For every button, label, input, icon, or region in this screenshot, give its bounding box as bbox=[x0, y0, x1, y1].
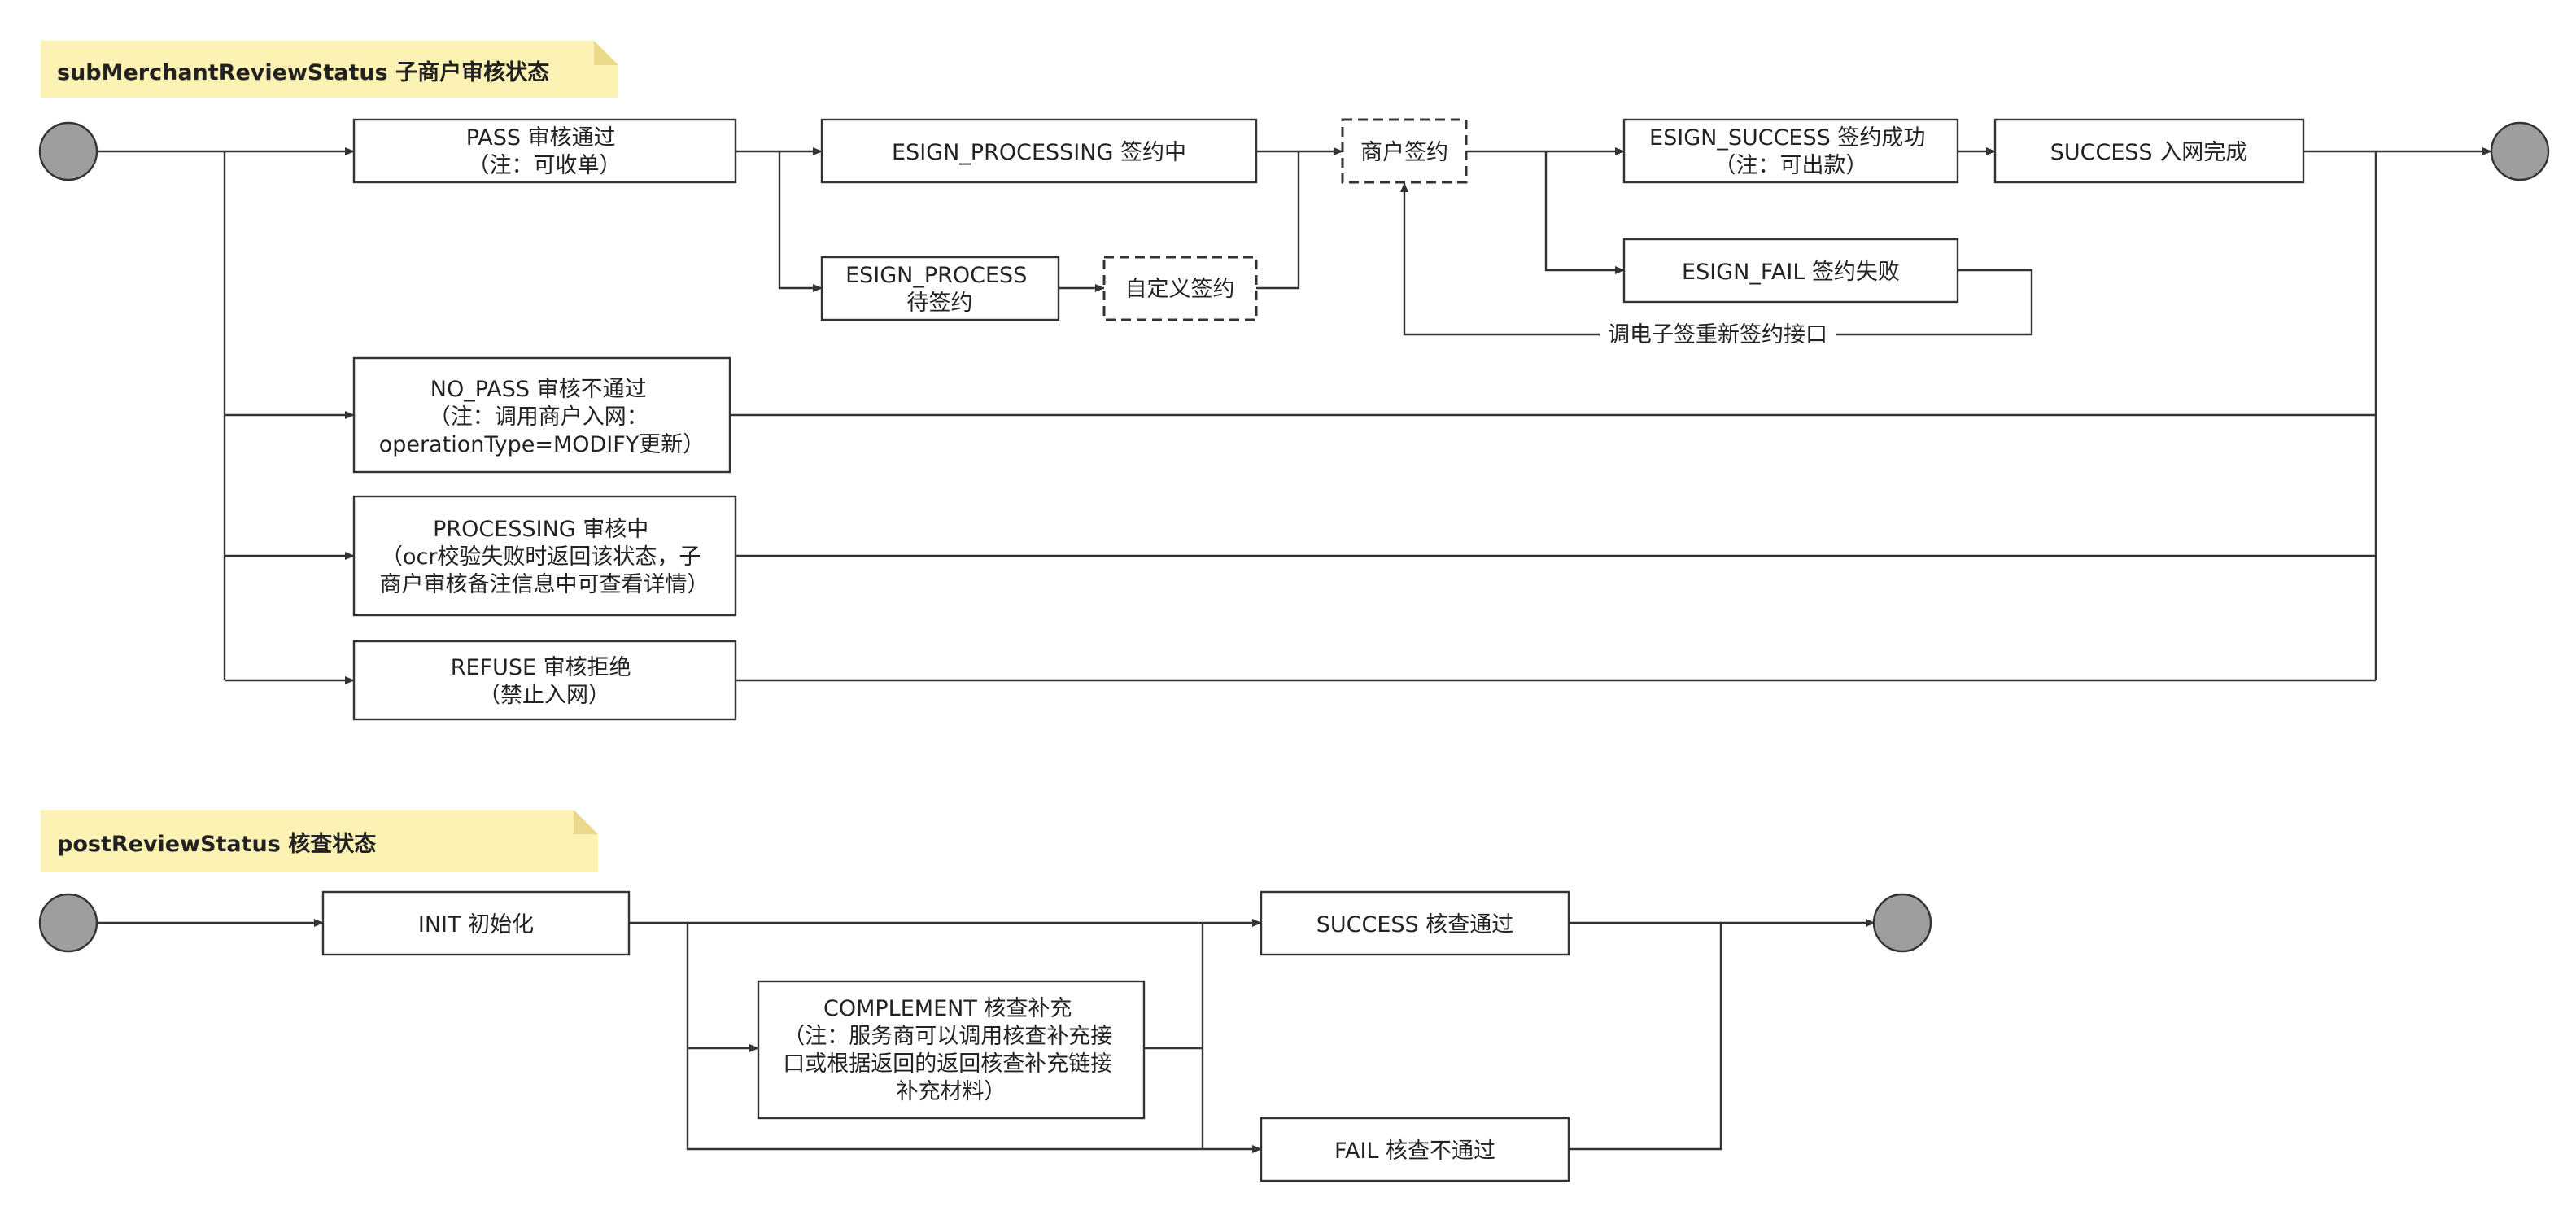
node-esign-process-line2: 待签约 bbox=[907, 291, 973, 316]
node-check-fail-label: FAIL 核查不通过 bbox=[1334, 1139, 1495, 1164]
node-no-pass-line3: operationType=MODIFY更新） bbox=[379, 432, 705, 457]
node-init-label: INIT 初始化 bbox=[418, 912, 534, 937]
node-esign-processing-label: ESIGN_PROCESSING 签约中 bbox=[892, 140, 1186, 165]
node-custom-sign: 自定义签约 bbox=[1102, 256, 1258, 321]
node-pass: PASS 审核通过 （注：可收单） bbox=[352, 118, 737, 184]
node-complement-line2: （注：服务商可以调用核查补充接 bbox=[783, 1024, 1112, 1049]
node-no-pass-line1: NO_PASS 审核不通过 bbox=[430, 377, 647, 402]
section1-end-node bbox=[2490, 121, 2550, 181]
section2-start-node bbox=[38, 893, 98, 953]
resign-label-bg bbox=[1600, 322, 1836, 347]
node-processing: PROCESSING 审核中 （ocr校验失败时返回该状态，子 商户审核备注信息… bbox=[352, 495, 737, 617]
node-check-success: SUCCESS 核查通过 bbox=[1260, 890, 1570, 956]
svg-text:NO_PASS 审核不通过 （注：调用商户入网：: NO_PASS 审核不通过 （注：调用商户入网： operationType=M… bbox=[379, 377, 705, 457]
svg-text:ESIGN_SUCCESS 签约成功 （注：可出: ESIGN_SUCCESS 签约成功 （注：可出款） bbox=[1649, 125, 1932, 178]
node-no-pass: NO_PASS 审核不通过 （注：调用商户入网： operationType=M… bbox=[352, 356, 731, 474]
node-complement: COMPLEMENT 核查补充 （注：服务商可以调用核查补充接 口或根据返回的返… bbox=[757, 980, 1146, 1120]
node-success-join: SUCCESS 入网完成 bbox=[1993, 118, 2305, 184]
section1-title-note: subMerchantReviewStatus 子商户审核状态 bbox=[41, 41, 618, 98]
node-refuse-line1: REFUSE 审核拒绝 bbox=[451, 655, 631, 680]
node-esign-success-line1: ESIGN_SUCCESS 签约成功 bbox=[1649, 125, 1925, 151]
node-esign-processing: ESIGN_PROCESSING 签约中 bbox=[820, 118, 1258, 184]
section2-edges bbox=[96, 919, 1875, 1153]
svg-text:ESIGN_PROCESS 待签约: ESIGN_PROCESS 待签约 bbox=[845, 263, 1034, 316]
node-esign-process: ESIGN_PROCESS 待签约 bbox=[820, 256, 1060, 321]
node-esign-fail: ESIGN_FAIL 签约失败 bbox=[1622, 238, 1959, 304]
node-esign-fail-label: ESIGN_FAIL 签约失败 bbox=[1682, 260, 1900, 285]
node-refuse: REFUSE 审核拒绝 （禁止入网） bbox=[352, 640, 737, 721]
node-check-fail: FAIL 核查不通过 bbox=[1260, 1117, 1570, 1182]
section2-end-node bbox=[1872, 893, 1932, 953]
svg-text:PROCESSING 审核中 （ocr校验失败时: PROCESSING 审核中 （ocr校验失败时返回该状态，子 商户审核备注信息… bbox=[380, 517, 709, 597]
node-merchant-sign-label: 商户签约 bbox=[1360, 140, 1448, 165]
node-custom-sign-label: 自定义签约 bbox=[1125, 277, 1235, 302]
node-processing-line2: （ocr校验失败时返回该状态，子 bbox=[381, 544, 701, 570]
node-processing-line1: PROCESSING 审核中 bbox=[433, 517, 648, 542]
node-pass-line2: （注：可收单） bbox=[468, 153, 622, 178]
section2-title-note: postReviewStatus 核查状态 bbox=[41, 810, 598, 872]
node-esign-success-line2: （注：可出款） bbox=[1714, 153, 1868, 178]
svg-text:COMPLEMENT 核查补充 （注：服务商可以: COMPLEMENT 核查补充 （注：服务商可以调用核查补充接 口或根据返回的返… bbox=[783, 996, 1120, 1104]
node-complement-line4: 补充材料） bbox=[897, 1079, 1006, 1104]
node-init: INIT 初始化 bbox=[321, 890, 631, 956]
node-no-pass-line2: （注：调用商户入网： bbox=[429, 404, 648, 430]
node-merchant-sign: 商户签约 bbox=[1341, 118, 1468, 184]
node-refuse-line2: （禁止入网） bbox=[478, 683, 610, 708]
node-processing-line3: 商户审核备注信息中可查看详情） bbox=[380, 572, 709, 597]
section2-title: postReviewStatus 核查状态 bbox=[57, 831, 376, 857]
node-esign-success: ESIGN_SUCCESS 签约成功 （注：可出款） bbox=[1622, 118, 1959, 184]
node-complement-line3: 口或根据返回的返回核查补充链接 bbox=[783, 1051, 1112, 1077]
svg-text:PASS 审核通过 （注：可收单）: PASS 审核通过 （注：可收单） bbox=[466, 125, 622, 178]
section1-title: subMerchantReviewStatus 子商户审核状态 bbox=[57, 59, 549, 85]
node-pass-line1: PASS 审核通过 bbox=[466, 125, 616, 151]
section1-start-node bbox=[38, 121, 98, 181]
node-success-join-label: SUCCESS 入网完成 bbox=[2050, 140, 2248, 165]
svg-text:REFUSE 审核拒绝 （禁止入网）: REFUSE 审核拒绝 （禁止入网） bbox=[451, 655, 639, 708]
node-esign-process-line1: ESIGN_PROCESS bbox=[845, 263, 1027, 288]
resign-edge-label: 调电子签重新签约接口 bbox=[1608, 322, 1827, 347]
node-check-success-label: SUCCESS 核查通过 bbox=[1316, 912, 1514, 937]
node-complement-line1: COMPLEMENT 核查补充 bbox=[823, 996, 1072, 1021]
section1-edges bbox=[96, 147, 2492, 684]
